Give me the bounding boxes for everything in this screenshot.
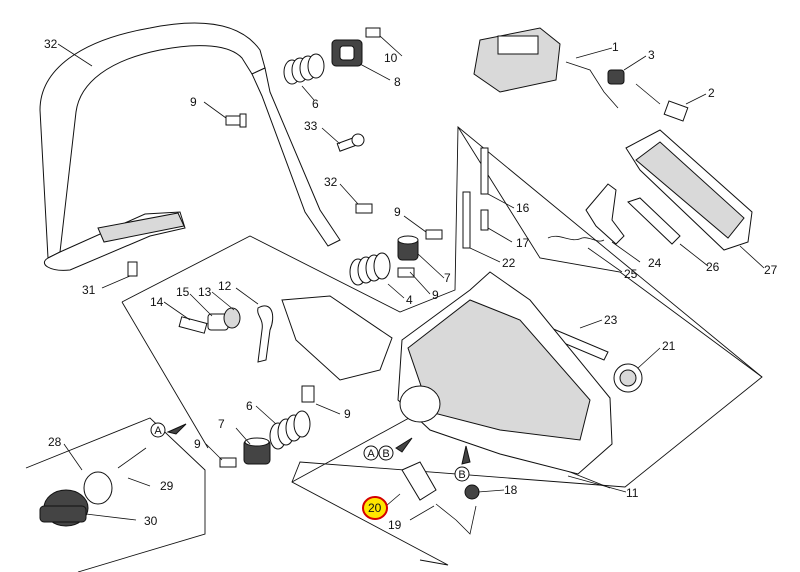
callout-8: 8 bbox=[394, 75, 401, 89]
cap-30 bbox=[39, 489, 89, 527]
trigger-24 bbox=[585, 183, 625, 245]
bolt-9-e bbox=[219, 457, 237, 468]
callout-25: 25 bbox=[624, 267, 638, 281]
rear-cover-27 bbox=[625, 129, 753, 251]
spring-25 bbox=[547, 235, 605, 242]
handle-bracket bbox=[281, 295, 393, 381]
pin-17 bbox=[480, 209, 489, 231]
callout-6: 6 bbox=[246, 399, 253, 413]
callout-32-low: 31 bbox=[82, 283, 96, 297]
gasket-29 bbox=[83, 447, 147, 505]
callout-3: 3 bbox=[648, 48, 655, 62]
lockout-26 bbox=[627, 197, 681, 245]
callout-10: 10 bbox=[384, 51, 398, 65]
callout-labels: 32 9 10 8 6 33 32 9 31 7 9 4 1 3 2 16 17… bbox=[44, 37, 778, 532]
highlight-part-20[interactable] bbox=[362, 496, 388, 520]
bolt-9-c bbox=[397, 267, 415, 278]
callout-17: 17 bbox=[516, 236, 530, 250]
callout-28: 28 bbox=[48, 435, 62, 449]
callout-7-top: 7 bbox=[444, 271, 451, 285]
callout-30: 30 bbox=[144, 514, 158, 528]
callout-5: 6 bbox=[312, 97, 319, 111]
bolt-9-d bbox=[301, 385, 315, 403]
callout-2: 2 bbox=[708, 86, 715, 100]
outline-handle-group bbox=[457, 126, 763, 378]
callout-9-d: 9 bbox=[344, 407, 351, 421]
pin-22 bbox=[462, 191, 471, 249]
callout-26: 26 bbox=[706, 260, 720, 274]
callout-9-top: 9 bbox=[190, 95, 197, 109]
damper-7-low bbox=[243, 437, 271, 465]
switch-2 bbox=[635, 83, 689, 122]
damper-8 bbox=[331, 39, 363, 67]
marker-b-right: B bbox=[454, 445, 471, 482]
pin-16 bbox=[480, 147, 489, 195]
outline-spring-group bbox=[121, 301, 209, 449]
throttle-assembly bbox=[473, 27, 561, 93]
bolt-9-top bbox=[225, 113, 247, 128]
callout-24: 24 bbox=[648, 256, 662, 270]
main-housing-11 bbox=[397, 271, 613, 475]
marker-a-top: A bbox=[150, 422, 187, 438]
svg-text:B: B bbox=[458, 469, 465, 481]
callout-13: 13 bbox=[198, 285, 212, 299]
callout-22: 22 bbox=[502, 256, 516, 270]
spring-6 bbox=[269, 410, 311, 450]
damper-7-top bbox=[397, 235, 419, 261]
fuel-filter-20 bbox=[401, 461, 437, 501]
callout-32-mid: 32 bbox=[324, 175, 338, 189]
callout-9-c: 9 bbox=[432, 288, 439, 302]
outline-cap-group bbox=[25, 417, 206, 572]
svg-text:A: A bbox=[367, 448, 375, 460]
rod-1 bbox=[565, 61, 619, 109]
svg-text:A: A bbox=[154, 425, 162, 437]
callout-20: 20 bbox=[368, 501, 382, 515]
marker-ab-center: A B bbox=[363, 437, 413, 461]
grommet-3 bbox=[607, 69, 625, 85]
callout-11: 11 bbox=[626, 486, 639, 500]
front-handle bbox=[39, 22, 341, 271]
callout-29: 29 bbox=[160, 479, 174, 493]
svg-text:B: B bbox=[382, 448, 389, 460]
bolt-10 bbox=[365, 27, 381, 38]
callout-15: 15 bbox=[176, 285, 190, 299]
leader-lines bbox=[57, 35, 765, 521]
callout-19: 19 bbox=[388, 518, 402, 532]
fuel-parts bbox=[178, 305, 274, 363]
callout-9-e: 9 bbox=[194, 437, 201, 451]
bolt-9-b bbox=[425, 229, 443, 240]
callout-23: 23 bbox=[604, 313, 618, 327]
callout-27: 27 bbox=[764, 263, 778, 277]
callout-1: 1 bbox=[612, 40, 619, 54]
spring-5 bbox=[283, 53, 325, 85]
callout-14: 14 bbox=[150, 295, 164, 309]
primer-21 bbox=[613, 363, 643, 393]
callout-31: 32 bbox=[44, 37, 58, 51]
callout-7-low: 7 bbox=[218, 417, 225, 431]
bolt-33 bbox=[336, 133, 365, 152]
callout-33: 33 bbox=[304, 119, 318, 133]
callout-21: 21 bbox=[662, 339, 676, 353]
callout-18: 18 bbox=[504, 483, 518, 497]
spring-4 bbox=[349, 252, 391, 286]
callout-9-b: 9 bbox=[394, 205, 401, 219]
bolt-32-low bbox=[127, 261, 138, 277]
callout-16: 16 bbox=[516, 201, 530, 215]
callout-4: 4 bbox=[406, 293, 413, 307]
bolt-32-mid bbox=[355, 203, 373, 214]
callout-12: 12 bbox=[218, 279, 232, 293]
fuel-line-18 bbox=[435, 484, 480, 535]
